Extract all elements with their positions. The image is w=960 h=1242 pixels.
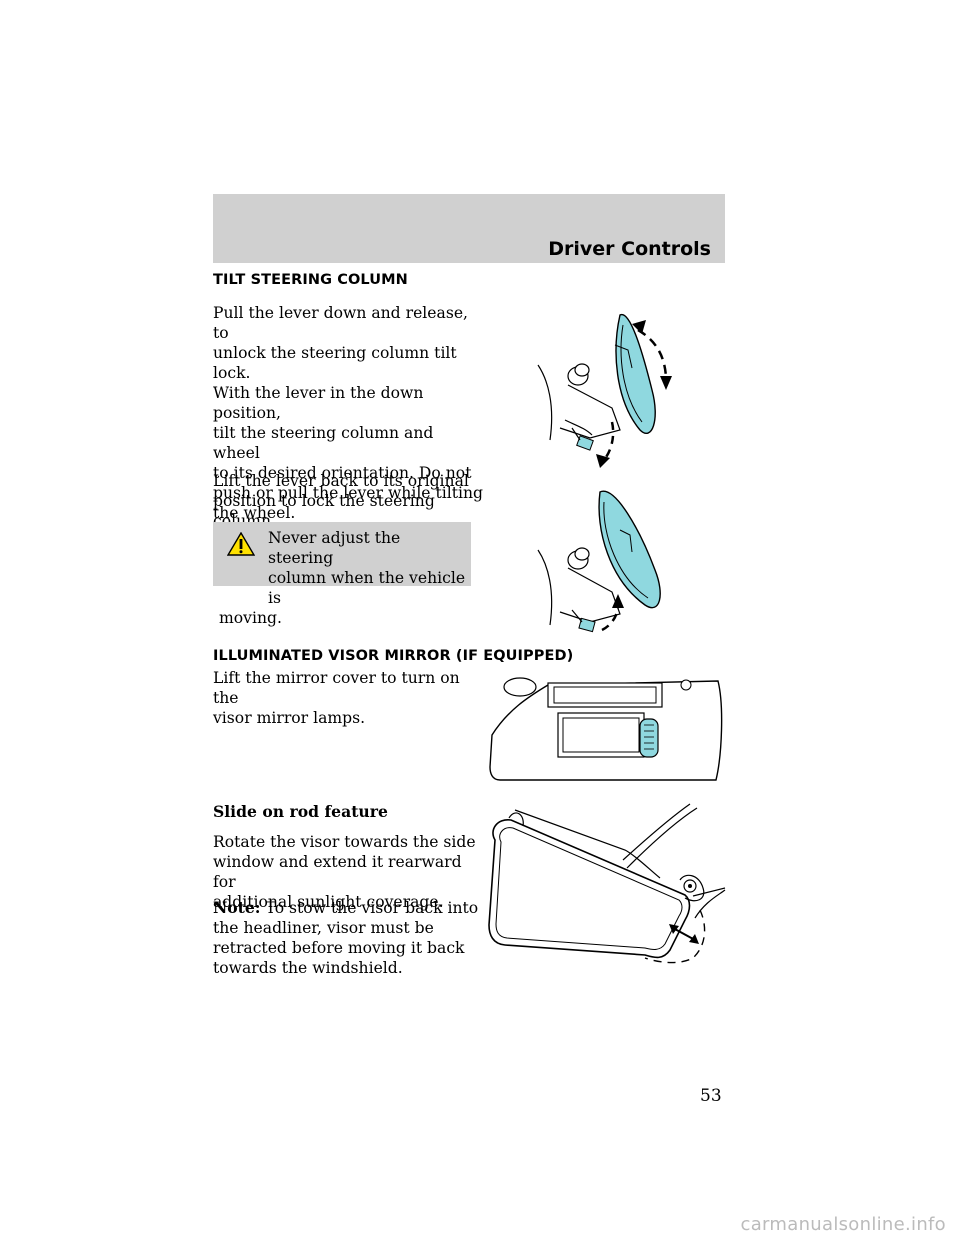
text-line: column when the vehicle is — [268, 569, 466, 607]
text-line: retracted before moving it back — [213, 939, 465, 957]
visor-slide-rod-illustration — [488, 803, 726, 964]
visor-mirror-illustration — [489, 677, 723, 781]
text-line: Lift the lever back to its original — [213, 472, 469, 490]
text-line: Note: To stow the visor back into — [213, 898, 483, 918]
warning-text: Never adjust the steering column when th… — [213, 522, 469, 628]
text-line: push or pull the lever while tilting — [213, 484, 484, 502]
text-line: window and extend it rearward for — [213, 853, 462, 891]
text-line: towards the windshield. — [213, 959, 403, 977]
watermark: carmanualsonline.info — [740, 1214, 946, 1235]
visor-note-paragraph: Note: To stow the visor back into the he… — [213, 898, 483, 978]
text-line: moving. — [219, 609, 282, 627]
note-label: Note: — [213, 898, 261, 917]
tilt-instructions-paragraph: Pull the lever down and release, to unlo… — [213, 303, 483, 523]
section-header-bar: Driver Controls — [213, 194, 725, 263]
text-line: To stow the visor back into — [260, 899, 479, 917]
steering-tilt-unlock-illustration — [537, 314, 672, 468]
text-line: Never adjust the steering — [268, 529, 401, 567]
section-title: Driver Controls — [548, 238, 711, 260]
steering-tilt-lock-illustration — [537, 490, 661, 633]
text-line: visor mirror lamps. — [213, 709, 366, 727]
text-line: additional sunlight coverage. — [213, 893, 444, 911]
text-line: Pull the lever down and release, to — [213, 304, 469, 342]
warning-icon — [227, 532, 255, 556]
visor-mirror-heading: ILLUMINATED VISOR MIRROR (IF EQUIPPED) — [213, 648, 574, 664]
text-line: tilt the steering column and wheel — [213, 424, 434, 462]
warning-box: Never adjust the steering column when th… — [213, 522, 471, 627]
text-line: unlock the steering column tilt lock. — [213, 344, 457, 382]
text-line: Lift the mirror cover to turn on the — [213, 669, 460, 707]
text-line: the wheel. — [213, 504, 296, 522]
slide-on-rod-subheading: Slide on rod feature — [213, 802, 388, 821]
tilt-steering-heading: TILT STEERING COLUMN — [213, 272, 408, 288]
text-line: the headliner, visor must be — [213, 919, 434, 937]
text-line: With the lever in the down position, — [213, 384, 424, 422]
text-line: to its desired orientation. Do not — [213, 464, 472, 482]
slide-on-rod-paragraph: Rotate the visor towards the side window… — [213, 832, 483, 912]
page-number: 53 — [700, 1086, 722, 1106]
text-line: Rotate the visor towards the side — [213, 833, 476, 851]
visor-mirror-paragraph: Lift the mirror cover to turn on the vis… — [213, 668, 483, 728]
